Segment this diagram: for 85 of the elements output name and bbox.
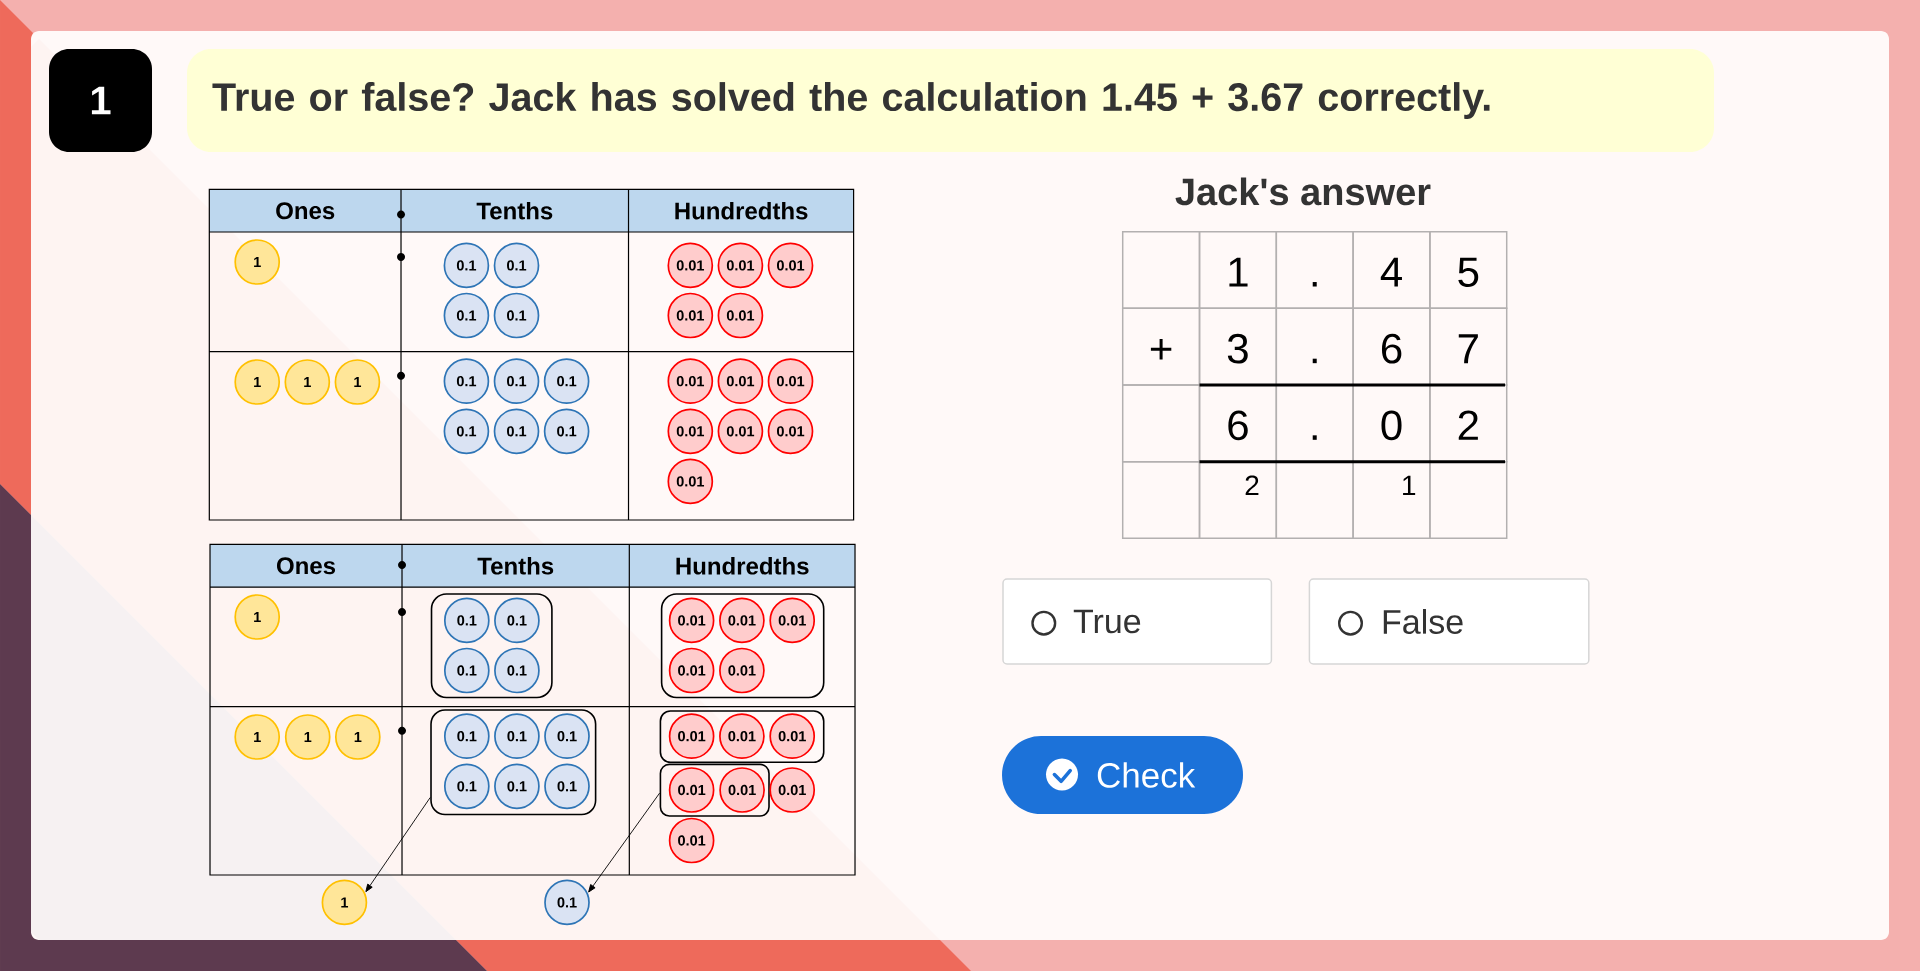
counter: 0.1 [543, 358, 590, 405]
group-box [659, 710, 825, 764]
grid-cell: 2 [1429, 384, 1508, 463]
grid-cell: 6 [1352, 307, 1431, 386]
counter: 1 [234, 359, 281, 405]
counter: 0.1 [493, 292, 540, 339]
counter: 0.01 [719, 597, 765, 644]
counter: 0.1 [544, 879, 590, 926]
counter: 0.1 [494, 647, 540, 694]
counter: 0.01 [719, 647, 765, 694]
option-button: False [1308, 578, 1590, 665]
counter: 0.01 [717, 408, 764, 455]
group-box [430, 709, 597, 816]
grid-cell: 3 [1198, 307, 1278, 386]
counter: 0.1 [544, 713, 590, 760]
counter: 0.1 [494, 713, 540, 760]
counter: 0.01 [667, 292, 714, 339]
group-box [659, 763, 770, 817]
grid-cell: 1 [1198, 230, 1278, 310]
counter: 0.1 [493, 408, 540, 455]
counter: 0.01 [767, 358, 814, 405]
option-button: True [1002, 578, 1273, 665]
counter: 0.1 [494, 597, 540, 644]
counter: 0.1 [493, 242, 540, 289]
counter: 0.1 [493, 358, 540, 405]
grid-cell: 6 [1198, 384, 1278, 463]
counter: 0.01 [668, 597, 715, 644]
counter: 0.1 [443, 358, 490, 405]
counter: 0.01 [769, 767, 816, 813]
grid-cell: . [1275, 307, 1354, 386]
counter: 0.01 [667, 358, 714, 405]
group-box [430, 593, 553, 699]
header-cell: Tenths [402, 544, 630, 588]
counter: 0.01 [667, 408, 714, 455]
counter: 1 [284, 714, 331, 760]
counter: 0.01 [668, 647, 715, 694]
counter: 1 [321, 879, 368, 926]
counter: 0.1 [543, 408, 590, 455]
counter: 0.1 [443, 763, 490, 810]
counter: 1 [234, 714, 281, 760]
grid-cell: 1 [1352, 460, 1431, 540]
grid-cell: . [1275, 230, 1354, 310]
counter: 1 [334, 359, 381, 405]
counter: 0.1 [544, 763, 590, 810]
counter: 1 [234, 594, 281, 640]
header-cell: Tenths [401, 189, 629, 233]
grid-cell: 0 [1352, 384, 1431, 463]
counter: 0.1 [443, 408, 490, 455]
header-cell: Hundredths [628, 189, 854, 233]
counter: 0.01 [668, 713, 715, 760]
grid-cell: 2 [1198, 460, 1278, 540]
counter: 0.1 [443, 292, 490, 339]
number-badge: 1 [49, 49, 152, 152]
counter: 0.01 [769, 713, 816, 760]
grid-cell: 7 [1429, 307, 1508, 386]
header-cell: Hundredths [629, 544, 856, 588]
counter: 0.01 [717, 242, 764, 289]
counter: 0.01 [719, 767, 765, 813]
arrow [588, 792, 661, 893]
header-cell: Ones [210, 544, 402, 588]
grid-cell: . [1275, 384, 1354, 463]
counter: 0.01 [767, 242, 814, 289]
group-box [660, 593, 825, 699]
counter: 0.1 [443, 597, 490, 644]
counter: 0.1 [443, 647, 490, 694]
counter: 0.01 [717, 358, 764, 405]
counter: 0.01 [767, 408, 814, 455]
counter: 0.1 [494, 763, 540, 810]
counter: 1 [234, 239, 281, 285]
counter: 0.01 [719, 713, 765, 760]
counter: 0.01 [668, 817, 715, 864]
counter: 0.1 [443, 242, 490, 289]
question-banner: True or false? Jack has solved the calculation 1.45 + 3.67 correctly. [187, 49, 1714, 152]
counter: 1 [284, 359, 331, 405]
counter: 0.01 [668, 767, 715, 813]
arrow [365, 797, 431, 893]
counter: 0.1 [443, 713, 490, 760]
counter: 0.01 [667, 242, 714, 289]
grid-cell: 5 [1429, 230, 1508, 310]
counter: 0.01 [667, 458, 714, 505]
counter: 0.01 [717, 292, 764, 339]
counter: 1 [334, 714, 381, 760]
grid-cell: + [1121, 307, 1201, 386]
counter: 0.01 [769, 597, 816, 644]
grid-cell: 4 [1352, 230, 1431, 310]
